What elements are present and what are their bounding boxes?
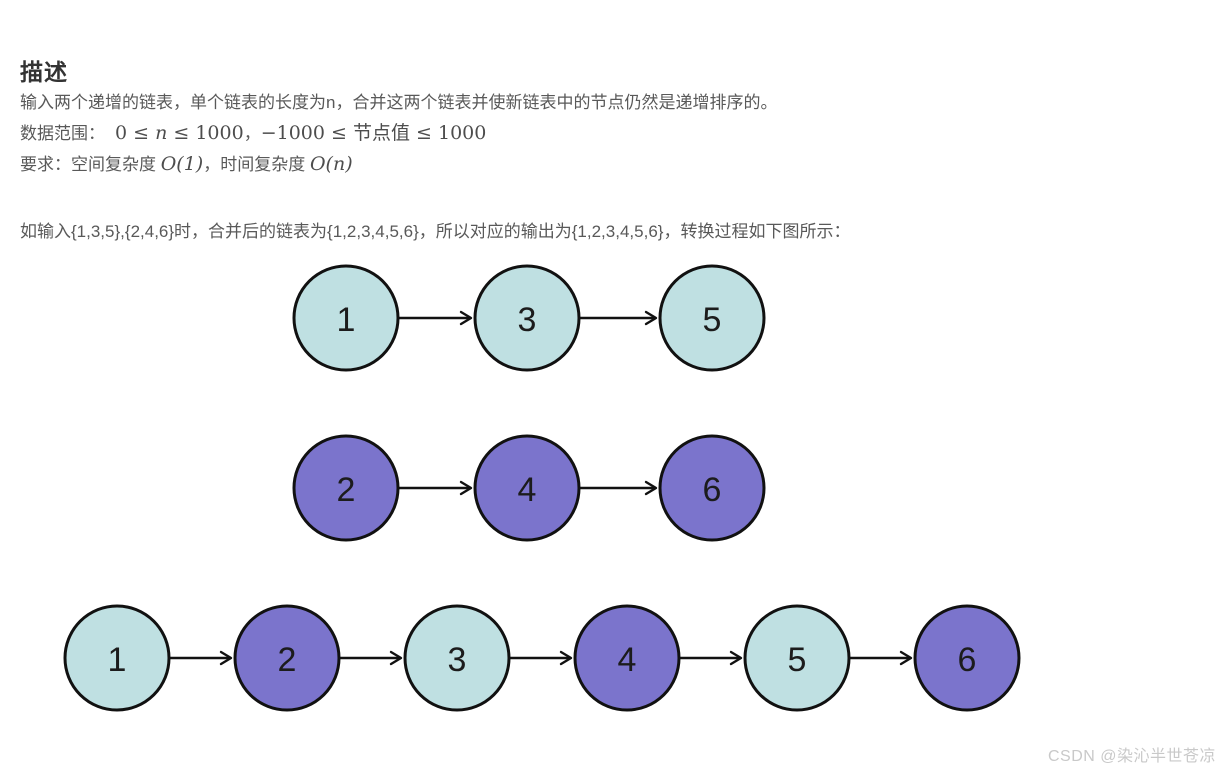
data-range-math-n-upper: ≤ 1000 — [167, 122, 244, 144]
node-value: 3 — [448, 641, 467, 679]
requirement-middle: ，时间复杂度 — [203, 155, 310, 174]
example-line: 如输入{1,3,5},{2,4,6}时，合并后的链表为{1,2,3,4,5,6}… — [20, 222, 851, 241]
data-range-math-node-value: −1000 ≤ 节点值 ≤ 1000 — [260, 122, 487, 144]
linked-list-row-list-2-4-6: 2 4 6 — [292, 434, 766, 542]
list-node — [658, 264, 766, 372]
linked-list-diagram: 1 3 5 2 4 6 1 2 3 4 5 6 — [63, 264, 1021, 712]
node-value: 6 — [703, 471, 722, 509]
node-value: 2 — [337, 471, 356, 509]
list-node — [292, 264, 400, 372]
list-node — [743, 604, 851, 712]
time-complexity-math: O(n) — [309, 153, 353, 175]
node-value: 1 — [108, 641, 127, 679]
node-value: 4 — [518, 471, 537, 509]
data-range-separator: ， — [243, 124, 261, 143]
linked-list-row-list-1-3-5: 1 3 5 — [292, 264, 766, 372]
list-node — [63, 604, 171, 712]
list-node — [573, 604, 681, 712]
node-value: 4 — [618, 641, 637, 679]
csdn-watermark: CSDN @染沁半世苍凉 — [1047, 748, 1216, 765]
list-node — [658, 434, 766, 542]
page-title: 描述 — [20, 59, 68, 86]
list-node — [403, 604, 511, 712]
description-line-1: 输入两个递增的链表，单个链表的长度为n，合并这两个链表并使新链表中的节点仍然是递… — [20, 93, 778, 112]
node-value: 2 — [278, 641, 297, 679]
problem-description: 输入两个递增的链表，单个链表的长度为n，合并这两个链表并使新链表中的节点仍然是递… — [20, 88, 777, 180]
node-value: 5 — [703, 301, 722, 339]
list-node — [233, 604, 341, 712]
data-range-label: 数据范围： — [20, 124, 105, 143]
data-range-math-n-lower: 0 ≤ — [115, 122, 156, 144]
node-value: 5 — [788, 641, 807, 679]
requirement-line: 要求：空间复杂度 O(1)，时间复杂度 O(n) — [20, 149, 777, 180]
list-node — [913, 604, 1021, 712]
node-value: 6 — [958, 641, 977, 679]
space-complexity-math: O(1) — [160, 153, 204, 175]
list-node — [292, 434, 400, 542]
list-node — [473, 434, 581, 542]
linked-list-row-merged-list: 1 2 3 4 5 6 — [63, 604, 1021, 712]
data-range-math-n: n — [155, 122, 168, 144]
list-node — [473, 264, 581, 372]
node-value: 3 — [518, 301, 537, 339]
node-value: 1 — [337, 301, 356, 339]
requirement-prefix: 要求：空间复杂度 — [20, 155, 161, 174]
data-range-line: 数据范围： 0 ≤ n ≤ 1000，−1000 ≤ 节点值 ≤ 1000 — [20, 118, 777, 149]
